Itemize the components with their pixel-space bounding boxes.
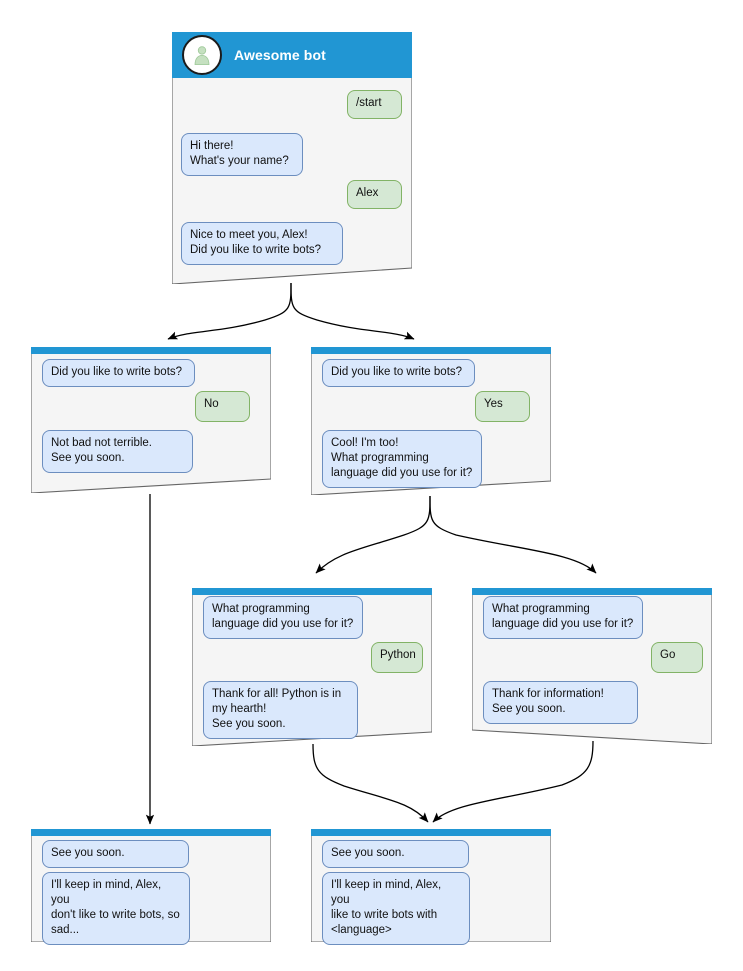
node-go-branch-titlebar <box>472 588 712 595</box>
node-end-yes[interactable]: See you soon. I'll keep in mind, Alex, y… <box>311 829 551 945</box>
node-python-branch[interactable]: What programming language did you use fo… <box>192 588 432 746</box>
message-bubble-user: No <box>195 391 250 422</box>
message-bubble-bot: Not bad not terrible. See you soon. <box>42 430 193 473</box>
message-bubble-bot: I'll keep in mind, Alex, you don't like … <box>42 872 190 945</box>
message-bubble-user: Alex <box>347 180 402 209</box>
message-bubble-user: Yes <box>475 391 530 422</box>
message-bubble-bot: Nice to meet you, Alex! Did you like to … <box>181 222 343 265</box>
message-bubble-bot: What programming language did you use fo… <box>203 596 363 639</box>
connector-yes-to-go <box>429 495 597 574</box>
connector-go-to-end <box>432 740 594 823</box>
message-bubble-bot: See you soon. <box>322 840 469 868</box>
connector-root-to-yes <box>290 282 415 340</box>
node-no-branch-titlebar <box>31 347 271 354</box>
node-python-branch-titlebar <box>192 588 432 595</box>
node-end-no-titlebar <box>31 829 271 836</box>
message-bubble-bot: Hi there! What's your name? <box>181 133 303 176</box>
node-root[interactable]: Awesome bot /start Hi there! What's your… <box>172 32 412 284</box>
message-bubble-bot: What programming language did you use fo… <box>483 596 643 639</box>
node-yes-branch-titlebar <box>311 347 551 354</box>
connector-yes-to-python <box>315 495 431 574</box>
message-bubble-bot: Did you like to write bots? <box>42 359 195 387</box>
node-root-titlebar: Awesome bot <box>172 32 412 78</box>
message-bubble-bot: Cool! I'm too! What programming language… <box>322 430 482 488</box>
node-end-no[interactable]: See you soon. I'll keep in mind, Alex, y… <box>31 829 271 945</box>
message-bubble-user: Go <box>651 642 703 673</box>
person-avatar-icon <box>182 35 222 75</box>
message-bubble-bot: Thank for information! See you soon. <box>483 681 638 724</box>
connector-root-to-no <box>167 282 292 340</box>
node-go-branch[interactable]: What programming language did you use fo… <box>472 588 712 744</box>
message-bubble-bot: Did you like to write bots? <box>322 359 475 387</box>
connector-python-to-end <box>312 743 429 823</box>
message-bubble-user: /start <box>347 90 402 119</box>
message-bubble-user: Python <box>371 642 423 673</box>
node-no-branch[interactable]: Did you like to write bots? No Not bad n… <box>31 347 271 493</box>
node-yes-branch[interactable]: Did you like to write bots? Yes Cool! I'… <box>311 347 551 495</box>
message-bubble-bot: I'll keep in mind, Alex, you like to wri… <box>322 872 470 945</box>
message-bubble-bot: Thank for all! Python is in my hearth! S… <box>203 681 358 739</box>
node-end-yes-titlebar <box>311 829 551 836</box>
node-root-title-text: Awesome bot <box>234 47 326 63</box>
message-bubble-bot: See you soon. <box>42 840 189 868</box>
